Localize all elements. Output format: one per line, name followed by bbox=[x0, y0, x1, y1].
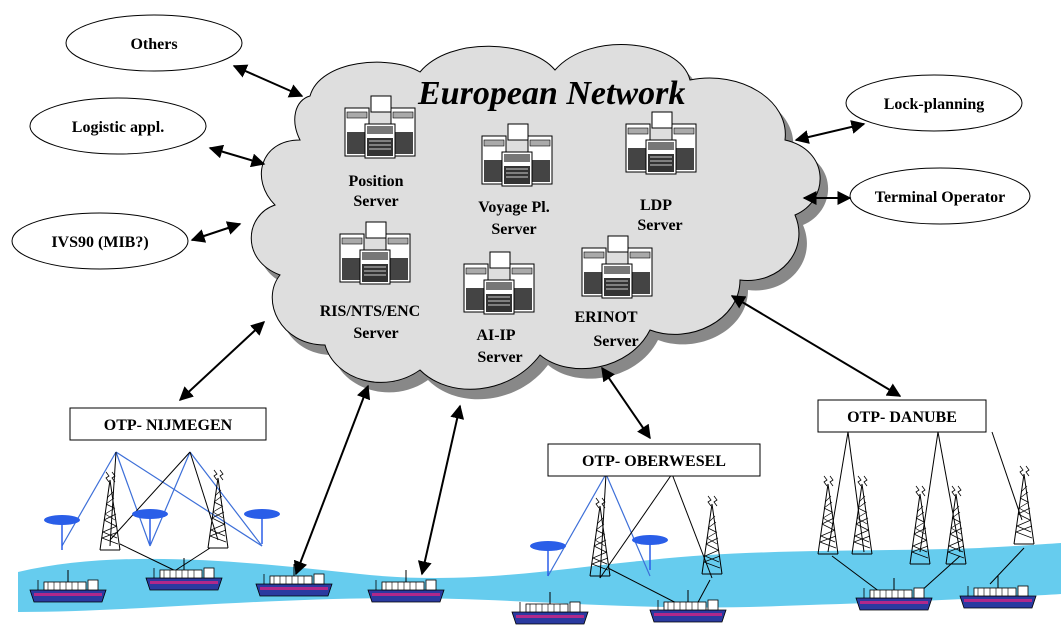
external-label: Others bbox=[130, 36, 177, 53]
external-label: Logistic appl. bbox=[72, 119, 164, 136]
voyage-planning-server: Voyage Pl. Server bbox=[478, 123, 553, 238]
external-logistic: Logistic appl. bbox=[29, 97, 207, 155]
connection-arrows bbox=[178, 64, 902, 576]
oberwesel-blue-links bbox=[547, 473, 651, 577]
server-label: Server bbox=[491, 221, 536, 238]
server-label: Server bbox=[353, 325, 398, 342]
arrow-ship-1 bbox=[293, 384, 371, 576]
otp-nijmegen: OTP- NIJMEGEN bbox=[69, 407, 267, 441]
erinot-server: ERINOT Server bbox=[574, 235, 653, 350]
otp-oberwesel: OTP- OBERWESEL bbox=[547, 443, 761, 477]
dish-icon bbox=[131, 508, 169, 545]
danube-links bbox=[827, 431, 1025, 593]
external-terminal-operator: Terminal Operator bbox=[849, 167, 1031, 225]
ldp-server: LDP Server bbox=[625, 111, 697, 234]
position-server: Position Server bbox=[344, 95, 416, 210]
network-title: European Network bbox=[417, 75, 685, 112]
external-label: Lock-planning bbox=[884, 96, 984, 113]
otp-danube: OTP- DANUBE bbox=[817, 399, 987, 433]
otp-label: OTP- NIJMEGEN bbox=[104, 417, 233, 434]
server-label: Voyage Pl. bbox=[478, 199, 549, 216]
arrow-others bbox=[232, 64, 304, 98]
server-label: Position bbox=[348, 173, 403, 190]
arrow-logistic bbox=[208, 144, 266, 168]
arrow-ship-2 bbox=[417, 404, 465, 576]
nijmegen-blue-links bbox=[61, 451, 263, 547]
ai-ip-server: AI-IP Server bbox=[463, 251, 535, 366]
arrow-nijmegen bbox=[178, 321, 266, 401]
otp-label: OTP- OBERWESEL bbox=[582, 453, 726, 470]
arrow-danube bbox=[730, 295, 902, 397]
server-label: Server bbox=[477, 349, 522, 366]
radio-tower-icon bbox=[817, 475, 839, 555]
radio-tower-icon bbox=[207, 469, 229, 549]
arrow-lock-planning bbox=[794, 120, 866, 144]
external-label: Terminal Operator bbox=[875, 189, 1006, 206]
arrow-ivs90 bbox=[190, 221, 242, 243]
ris-nts-enc-server: RIS/NTS/ENC Server bbox=[320, 221, 420, 342]
server-label: LDP bbox=[640, 197, 672, 214]
server-label: RIS/NTS/ENC bbox=[320, 303, 420, 320]
server-label: Server bbox=[637, 217, 682, 234]
external-ivs90: IVS90 (MIB?) bbox=[11, 212, 189, 270]
server-label: Server bbox=[353, 193, 398, 210]
server-label: ERINOT bbox=[574, 309, 637, 326]
dish-icon bbox=[43, 514, 81, 551]
server-label: Server bbox=[593, 333, 638, 350]
external-label: IVS90 (MIB?) bbox=[51, 234, 148, 251]
arrow-oberwesel bbox=[601, 366, 651, 440]
external-lock-planning: Lock-planning bbox=[845, 74, 1023, 132]
radio-tower-icon bbox=[589, 497, 611, 577]
otp-label: OTP- DANUBE bbox=[847, 409, 957, 426]
dish-icon bbox=[243, 508, 281, 545]
external-others: Others bbox=[65, 14, 243, 72]
server-label: AI-IP bbox=[476, 327, 515, 344]
